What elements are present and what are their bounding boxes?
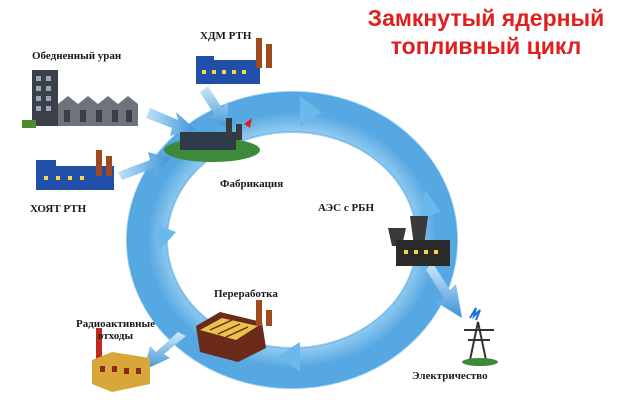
diagram-title: Замкнутый ядерный топливный цикл: [336, 4, 636, 60]
arrow-from-depleted-uranium: [146, 108, 196, 136]
label-npp-fast-reactor: АЭС с РБН: [318, 202, 375, 214]
label-hdm-rtn: ХДМ РТН: [200, 30, 252, 42]
label-electricity: Электричество: [412, 370, 488, 382]
cycle-arrow-top: [300, 96, 322, 128]
radioactive-waste-icon: [92, 328, 150, 392]
hoyat-plant-icon: [36, 150, 114, 190]
label-fabrication: Фабрикация: [220, 178, 284, 190]
depleted-uranium-plant-icon: [22, 70, 138, 128]
reprocessing-plant-icon: [196, 300, 272, 362]
arrow-to-waste: [144, 332, 186, 370]
title-line-1: Замкнутый ядерный: [367, 5, 605, 31]
arrow-from-hoyat: [118, 152, 170, 180]
cycle-arrow-right: [421, 190, 441, 218]
cycle-arrow-left: [154, 224, 176, 250]
arrow-from-hdm: [200, 86, 228, 128]
electricity-pylon-icon: [462, 307, 498, 366]
label-radioactive-waste-line-2: отходы: [97, 330, 134, 342]
fabrication-plant-icon: [164, 118, 260, 162]
label-radioactive-waste: Радиоактивные отходы: [76, 318, 155, 342]
label-radioactive-waste-line-1: Радиоактивные: [76, 318, 155, 330]
cycle-arrow-bottom: [278, 342, 300, 372]
label-depleted-uranium: Обедненный уран: [32, 50, 122, 62]
inflow-arrows: [118, 86, 228, 180]
hdm-plant-icon: [196, 38, 272, 84]
label-reprocessing: Переработка: [214, 288, 278, 300]
label-hoyat-rtn: ХОЯТ РТН: [30, 203, 87, 215]
npp-icon: [388, 216, 450, 266]
arrow-to-electricity: [426, 262, 462, 318]
title-line-2: топливный цикл: [390, 33, 582, 59]
